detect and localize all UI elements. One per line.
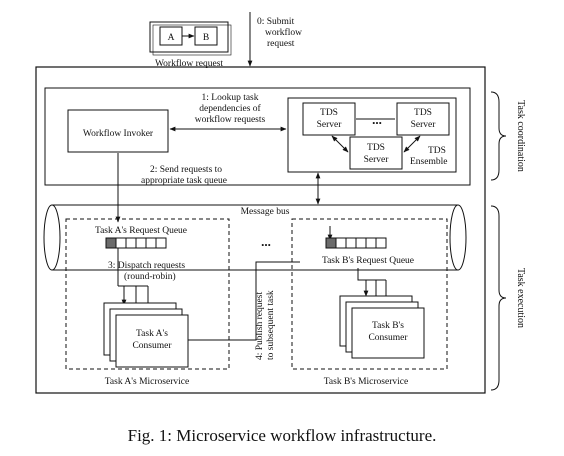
submit-step-line1: 0: Submit: [257, 17, 295, 27]
consumer-b-line1: Task B's: [372, 321, 404, 331]
dispatch-step-line2: (round-robin): [124, 271, 176, 282]
queue-b-slot: [375, 237, 387, 249]
workflow-request-label: Workflow request: [155, 58, 223, 69]
queue-b-slot: [345, 237, 357, 249]
queue-b-label: Task B's Request Queue: [322, 256, 414, 266]
workflow-request-shadow: [152, 24, 232, 56]
lookup-step-line2: dependencies of: [199, 103, 261, 114]
submit-step-line2: workflow: [265, 27, 302, 38]
queue-a-slot: [145, 237, 157, 249]
submit-step-line3: request: [267, 39, 295, 49]
task-a-label: A: [168, 33, 175, 43]
consumer-b-line2: Consumer: [368, 333, 408, 343]
tds-server-3-line2: Server: [364, 155, 390, 165]
tds-ensemble-line2: Ensemble: [410, 157, 447, 167]
queue-b-dispatch-line: [357, 268, 386, 281]
queue-a-slot-filled: [105, 237, 117, 249]
queue-b-slot: [335, 237, 347, 249]
tds-server-2-line1: TDS: [414, 108, 432, 118]
coordination-panel: [44, 87, 471, 186]
tds-link-left: [331, 135, 349, 153]
workflow-invoker-box: [67, 109, 169, 153]
send-step-line1: 2: Send requests to: [150, 165, 222, 175]
workflow-invoker-label: Workflow Invoker: [83, 128, 154, 139]
microservice-a-boundary: [65, 218, 230, 370]
queue-a-label: Task A's Request Queue: [95, 226, 187, 236]
tds-server-1: [302, 102, 356, 136]
dispatch-line: [117, 248, 148, 287]
publish-path: [188, 261, 300, 341]
consumer-b-box: [351, 307, 425, 359]
coordination-brace: [490, 91, 507, 181]
send-step-line2: appropriate task queue: [141, 176, 227, 186]
message-bus-body: [52, 204, 458, 271]
side-label-execution: Task execution: [515, 268, 526, 328]
queue-a-slot: [125, 237, 137, 249]
tds-server-1-line1: TDS: [320, 108, 338, 118]
task-b-box: [194, 26, 218, 46]
queue-b-slot: [355, 237, 367, 249]
tds-server-2-line2: Server: [411, 120, 437, 130]
queue-b-slot-filled: [325, 237, 337, 249]
publish-step-label: 4: Publish request to subsequent task: [255, 290, 276, 360]
queue-b-slot: [365, 237, 377, 249]
lookup-step-line3: workflow requests: [195, 114, 266, 125]
publish-step-line2: to subsequent task: [266, 290, 276, 360]
message-bus-right-end: [449, 204, 467, 271]
side-label-coordination: Task coordination: [515, 100, 526, 172]
dispatch-step-line1: 3: Dispatch requests: [108, 261, 185, 271]
consumer-a-line1: Task A's: [136, 329, 168, 339]
microservice-a-label: Task A's Microservice: [105, 377, 189, 387]
bus-ellipsis: ...: [261, 234, 271, 249]
message-bus-label: Message bus: [241, 207, 290, 217]
tds-server-3-line1: TDS: [367, 143, 385, 153]
queue-a-slot: [115, 237, 127, 249]
microservice-b-boundary: [291, 218, 448, 370]
microservice-b-label: Task B's Microservice: [324, 377, 408, 387]
queue-b: [325, 237, 387, 249]
publish-step-line1: 4: Publish request: [255, 292, 265, 360]
tds-server-1-line2: Server: [317, 120, 343, 130]
queue-a-slot: [155, 237, 167, 249]
task-b-label: B: [203, 33, 209, 43]
message-bus-left-end: [43, 204, 61, 271]
queue-a: [105, 237, 167, 249]
lookup-step-line1: 1: Lookup task: [202, 93, 259, 103]
tds-link-right: [403, 135, 421, 153]
tds-server-2: [396, 102, 450, 136]
tds-server-3: [349, 136, 403, 170]
queue-a-slot: [135, 237, 147, 249]
tds-ensemble-line1: TDS: [428, 146, 446, 156]
infrastructure-frame: [35, 66, 486, 394]
figure-caption: Fig. 1: Microservice workflow infrastruc…: [128, 426, 437, 445]
consumer-a-box: [115, 314, 189, 368]
consumer-a-line2: Consumer: [132, 341, 172, 351]
execution-brace: [490, 205, 507, 391]
